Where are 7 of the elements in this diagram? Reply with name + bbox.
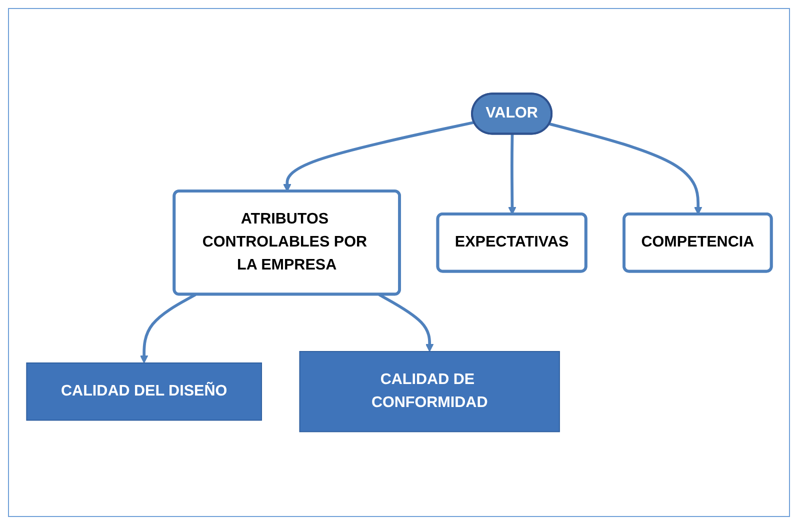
node-box: CALIDAD DE CONFORMIDAD (299, 350, 560, 432)
arrow (282, 120, 475, 192)
arrow (508, 134, 516, 215)
arrow (378, 293, 434, 352)
node-box: CALIDAD DEL DISEÑO (26, 362, 262, 421)
arrow (549, 122, 702, 215)
arrow (140, 293, 196, 364)
